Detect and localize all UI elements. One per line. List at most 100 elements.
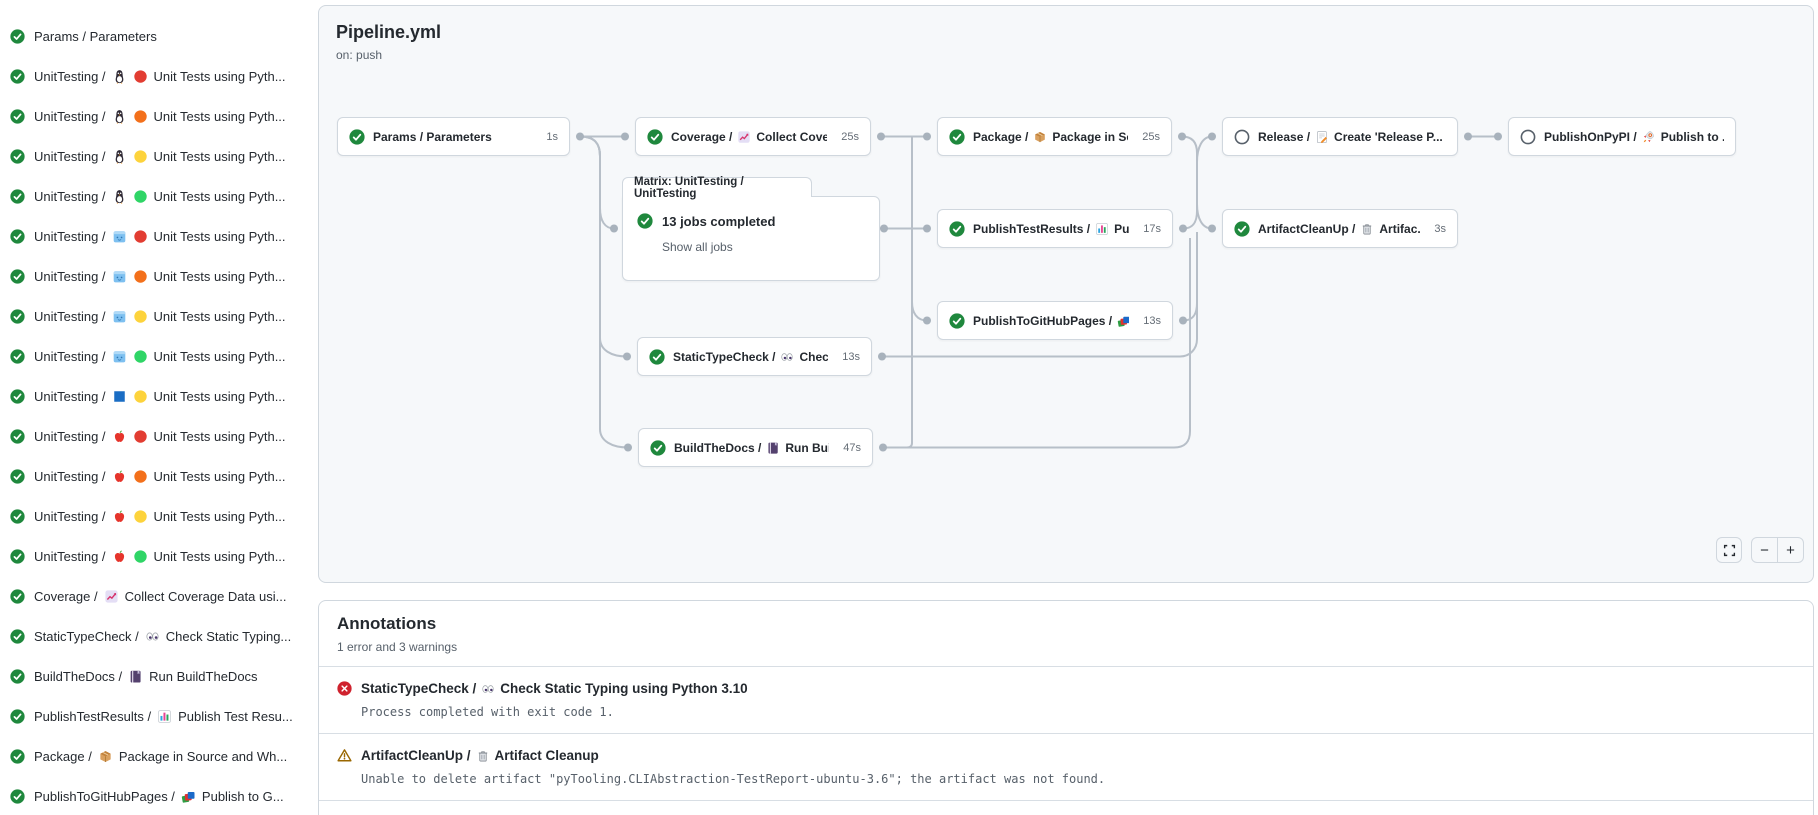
ice-cube-icon	[112, 269, 127, 284]
annotation-message: Unable to delete artifact "pyTooling.CLI…	[361, 772, 1106, 786]
label-text: BuildTheDocs /	[674, 440, 762, 455]
label-text: Unit Tests using Pyth...	[153, 188, 286, 204]
annotation-message: Process completed with exit code 1.	[361, 705, 614, 719]
windows-square-icon	[112, 389, 127, 404]
sidebar-job-item[interactable]: UnitTesting /Unit Tests using Pyth...	[0, 296, 302, 336]
sidebar-job-name: BuildTheDocs / Run BuildTheDocs	[34, 669, 258, 684]
sidebar-job-item[interactable]: UnitTesting /Unit Tests using Pyth...	[0, 256, 302, 296]
node-label: PublishToGitHubPages /...	[973, 314, 1130, 328]
sidebar-job-name: PublishToGitHubPages /Publish to G...	[34, 789, 284, 804]
label-text: Coverage /	[671, 129, 733, 144]
check-circle-icon	[10, 628, 25, 644]
sidebar-job-item[interactable]: StaticTypeCheck /Check Static Typing...	[0, 616, 302, 656]
label-text: UnitTesting /	[34, 188, 106, 204]
sidebar-job-item[interactable]: UnitTesting /Unit Tests using Pyth...	[0, 456, 302, 496]
dot-yellow-icon	[133, 509, 148, 524]
label-text: UnitTesting /	[34, 308, 106, 324]
graph-node-artifactCleanUp[interactable]: ArtifactCleanUp /Artifac...3s	[1222, 209, 1458, 248]
check-circle-icon	[10, 348, 25, 364]
ice-cube-icon	[112, 309, 127, 324]
books-icon	[1117, 314, 1130, 328]
label-text: Unit Tests using Pyth...	[153, 68, 286, 84]
check-circle-icon	[10, 588, 25, 604]
node-label: ArtifactCleanUp /Artifac...	[1258, 222, 1420, 236]
sidebar-job-item[interactable]: UnitTesting /Unit Tests using Pyth...	[0, 416, 302, 456]
zoom-in-button[interactable]: +	[1777, 538, 1803, 562]
node-label: PublishOnPyPI / Publish to ...	[1544, 130, 1724, 144]
sidebar-job-item[interactable]: UnitTesting /Unit Tests using Pyth...	[0, 376, 302, 416]
label-text: Run BuildTheDocs	[149, 668, 258, 684]
sidebar-job-item[interactable]: Params / Parameters	[0, 16, 302, 56]
label-text: Publish to ...	[1660, 129, 1724, 144]
annotation-title-link[interactable]: ArtifactCleanUp /Artifact Cleanup	[361, 748, 599, 763]
sidebar-job-name: UnitTesting /Unit Tests using Pyth...	[34, 469, 286, 484]
annotations-card: Annotations 1 error and 3 warnings Stati…	[318, 600, 1814, 815]
notebook-icon	[766, 441, 780, 455]
zoom-out-button[interactable]: −	[1752, 538, 1777, 562]
sidebar-job-name: UnitTesting /Unit Tests using Pyth...	[34, 149, 286, 164]
penguin-icon	[112, 69, 127, 84]
trash-icon	[476, 749, 490, 763]
graph-node-publishTestResults[interactable]: PublishTestResults /Pu... 17s	[937, 209, 1173, 248]
x-circle-icon	[337, 681, 352, 719]
sidebar-job-item[interactable]: UnitTesting / Unit Tests using Pyth...	[0, 176, 302, 216]
check-circle-icon	[649, 348, 665, 365]
graph-node-coverage[interactable]: Coverage /Collect Cove...25s	[635, 117, 871, 156]
pipeline-trigger: on: push	[336, 48, 383, 62]
sidebar-job-item[interactable]: UnitTesting /Unit Tests using Pyth...	[0, 96, 302, 136]
label-text: Package /	[34, 748, 92, 764]
node-label: PublishTestResults /Pu...	[973, 222, 1129, 236]
sidebar-job-name: UnitTesting /Unit Tests using Pyth...	[34, 549, 286, 564]
sidebar-job-name: UnitTesting /Unit Tests using Pyth...	[34, 389, 286, 404]
sidebar-job-item[interactable]: UnitTesting /Unit Tests using Pyth...	[0, 216, 302, 256]
fullscreen-button[interactable]	[1716, 537, 1742, 563]
sidebar-job-item[interactable]: UnitTesting /Unit Tests using Pyth...	[0, 536, 302, 576]
show-all-jobs-link[interactable]: Show all jobs	[662, 240, 733, 254]
label-text: Unit Tests using Pyth...	[153, 148, 286, 164]
sidebar-job-item[interactable]: UnitTesting /Unit Tests using Pyth...	[0, 336, 302, 376]
sidebar-job-name: UnitTesting /Unit Tests using Pyth...	[34, 109, 286, 124]
sidebar-job-item[interactable]: Package /Package in Source and Wh...	[0, 736, 302, 776]
label-text: Chec...	[799, 349, 829, 364]
annotation-title-link[interactable]: StaticTypeCheck /Check Static Typing usi…	[361, 681, 748, 696]
matrix-group-node[interactable]: 13 jobs completed Show all jobs	[622, 196, 880, 281]
graph-node-publishOnPyPI[interactable]: PublishOnPyPI / Publish to ...	[1508, 117, 1736, 156]
success-icon	[637, 213, 653, 229]
node-label: Coverage /Collect Cove...	[671, 130, 827, 144]
chart-up-icon	[737, 130, 751, 144]
sidebar-job-item[interactable]: PublishToGitHubPages /Publish to G...	[0, 776, 302, 815]
eyes-icon	[780, 350, 794, 364]
graph-node-publishToGitHubPages[interactable]: PublishToGitHubPages /... 13s	[937, 301, 1173, 340]
sidebar-job-item[interactable]: PublishTestResults /Publish Test Resu...	[0, 696, 302, 736]
annotation-body: StaticTypeCheck /Check Static Typing usi…	[361, 680, 748, 719]
label-text: ArtifactCleanUp /	[1258, 221, 1356, 236]
dot-green-icon	[133, 549, 148, 564]
graph-node-staticTypeCheck[interactable]: StaticTypeCheck /Chec...13s	[637, 337, 872, 376]
label-text: BuildTheDocs /	[34, 668, 123, 684]
graph-node-buildTheDocs[interactable]: BuildTheDocs /Run Buil...47s	[638, 428, 873, 467]
dot-yellow-icon	[133, 389, 148, 404]
sidebar-job-name: UnitTesting /Unit Tests using Pyth...	[34, 69, 286, 84]
label-text: PublishOnPyPI /	[1544, 129, 1637, 144]
sidebar-job-item[interactable]: BuildTheDocs / Run BuildTheDocs	[0, 656, 302, 696]
graph-node-package[interactable]: Package /Package in So...25s	[937, 117, 1172, 156]
label-text: Package in So...	[1052, 129, 1128, 144]
sidebar-job-item[interactable]: UnitTesting /Unit Tests using Pyth...	[0, 496, 302, 536]
check-circle-icon	[10, 788, 25, 804]
sidebar-job-item[interactable]: UnitTesting /Unit Tests using Pyth...	[0, 56, 302, 96]
sidebar-job-item[interactable]: Coverage /Collect Coverage Data usi...	[0, 576, 302, 616]
check-circle-icon	[10, 708, 25, 724]
sidebar-job-item[interactable]: UnitTesting /Unit Tests using Pyth...	[0, 136, 302, 176]
label-text: PublishToGitHubPages /	[34, 788, 175, 804]
node-duration: 17s	[1143, 222, 1161, 235]
chart-up-icon	[104, 589, 119, 604]
books-icon	[181, 789, 196, 804]
label-text: UnitTesting /	[34, 468, 106, 484]
eyes-icon	[145, 629, 160, 644]
graph-node-release[interactable]: Release /Create 'Release P...	[1222, 117, 1458, 156]
label-text: UnitTesting /	[34, 108, 106, 124]
sidebar-job-name: UnitTesting /Unit Tests using Pyth...	[34, 429, 286, 444]
node-duration: 13s	[1143, 314, 1161, 327]
